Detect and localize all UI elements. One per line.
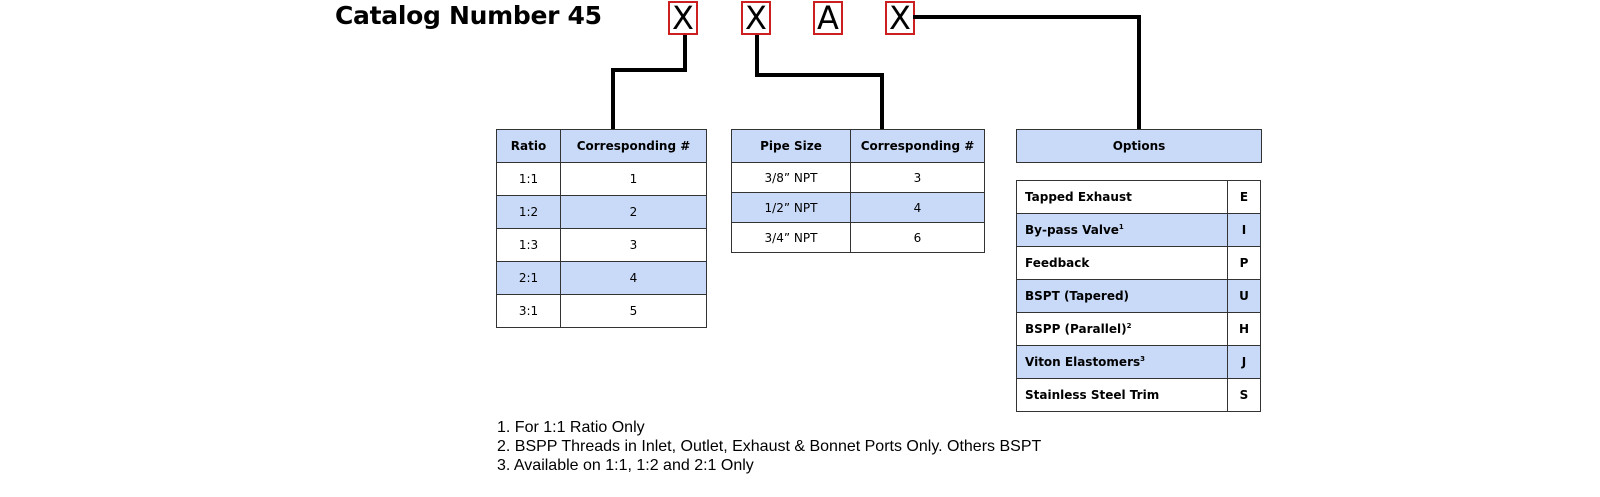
ratio-cell: 1:3 bbox=[496, 228, 561, 262]
footnote-2: 2. BSPP Threads in Inlet, Outlet, Exhaus… bbox=[497, 438, 1042, 455]
table-row: Stainless Steel Trim S bbox=[1016, 378, 1261, 412]
connector-options bbox=[913, 15, 1141, 130]
option-code: E bbox=[1227, 180, 1261, 214]
footnote-1: 1. For 1:1 Ratio Only bbox=[497, 419, 645, 436]
corresponding-cell: 4 bbox=[850, 192, 985, 223]
pipe-size-header: Pipe Size bbox=[731, 129, 851, 163]
pipe-size-cell: 3/8” NPT bbox=[731, 162, 851, 193]
option-name: Tapped Exhaust bbox=[1016, 180, 1228, 214]
connector-pipe bbox=[755, 35, 884, 130]
pipe-size-cell: 1/2” NPT bbox=[731, 192, 851, 223]
corresponding-cell: 2 bbox=[560, 195, 707, 229]
option-name: Stainless Steel Trim bbox=[1016, 378, 1228, 412]
footnotes: 1. For 1:1 Ratio Only 2. BSPP Threads in… bbox=[497, 418, 1041, 475]
table-row: 1/2” NPT 4 bbox=[731, 192, 985, 223]
table-row: Tapped Exhaust E bbox=[1016, 180, 1261, 214]
ratio-cell: 1:1 bbox=[496, 162, 561, 196]
options-table: Tapped Exhaust E By-pass Valve1 I Feedba… bbox=[1016, 180, 1261, 412]
corresponding-cell: 3 bbox=[850, 162, 985, 193]
option-name: Viton Elastomers3 bbox=[1016, 345, 1228, 379]
connector-ratio bbox=[611, 35, 687, 130]
option-name: BSPP (Parallel)2 bbox=[1016, 312, 1228, 346]
table-row: 3/8” NPT 3 bbox=[731, 162, 985, 193]
ratio-corresponding-header: Corresponding # bbox=[560, 129, 707, 163]
table-row: 1:1 1 bbox=[496, 162, 707, 196]
option-name: Feedback bbox=[1016, 246, 1228, 280]
corresponding-cell: 1 bbox=[560, 162, 707, 196]
pipe-size-cell: 3/4” NPT bbox=[731, 222, 851, 253]
ratio-table: Ratio Corresponding # 1:1 1 1:2 2 1:3 3 … bbox=[496, 129, 707, 328]
option-code: H bbox=[1227, 312, 1261, 346]
code-box-fixed: A bbox=[813, 1, 843, 35]
code-box-ratio: X bbox=[668, 1, 698, 35]
option-name: By-pass Valve1 bbox=[1016, 213, 1228, 247]
pipe-corresponding-header: Corresponding # bbox=[850, 129, 985, 163]
corresponding-cell: 5 bbox=[560, 294, 707, 328]
option-code: P bbox=[1227, 246, 1261, 280]
table-row: 1:3 3 bbox=[496, 228, 707, 262]
code-box-pipe-size: X bbox=[741, 1, 771, 35]
table-row: BSPP (Parallel)2 H bbox=[1016, 312, 1261, 346]
option-code: J bbox=[1227, 345, 1261, 379]
ratio-header: Ratio bbox=[496, 129, 561, 163]
ratio-cell: 3:1 bbox=[496, 294, 561, 328]
table-row: By-pass Valve1 I bbox=[1016, 213, 1261, 247]
table-row: 3:1 5 bbox=[496, 294, 707, 328]
ratio-cell: 1:2 bbox=[496, 195, 561, 229]
option-code: I bbox=[1227, 213, 1261, 247]
table-row: 2:1 4 bbox=[496, 261, 707, 295]
option-code: U bbox=[1227, 279, 1261, 313]
table-row: 1:2 2 bbox=[496, 195, 707, 229]
table-row: BSPT (Tapered) U bbox=[1016, 279, 1261, 313]
option-code: S bbox=[1227, 378, 1261, 412]
table-row: Viton Elastomers3 J bbox=[1016, 345, 1261, 379]
option-name: BSPT (Tapered) bbox=[1016, 279, 1228, 313]
corresponding-cell: 6 bbox=[850, 222, 985, 253]
table-row: 3/4” NPT 6 bbox=[731, 222, 985, 253]
footnote-3: 3. Available on 1:1, 1:2 and 2:1 Only bbox=[497, 457, 754, 474]
corresponding-cell: 4 bbox=[560, 261, 707, 295]
catalog-title: Catalog Number 45 bbox=[335, 1, 602, 30]
options-header: Options bbox=[1016, 129, 1262, 163]
ratio-cell: 2:1 bbox=[496, 261, 561, 295]
pipe-size-table: Pipe Size Corresponding # 3/8” NPT 3 1/2… bbox=[731, 129, 985, 253]
corresponding-cell: 3 bbox=[560, 228, 707, 262]
table-row: Feedback P bbox=[1016, 246, 1261, 280]
